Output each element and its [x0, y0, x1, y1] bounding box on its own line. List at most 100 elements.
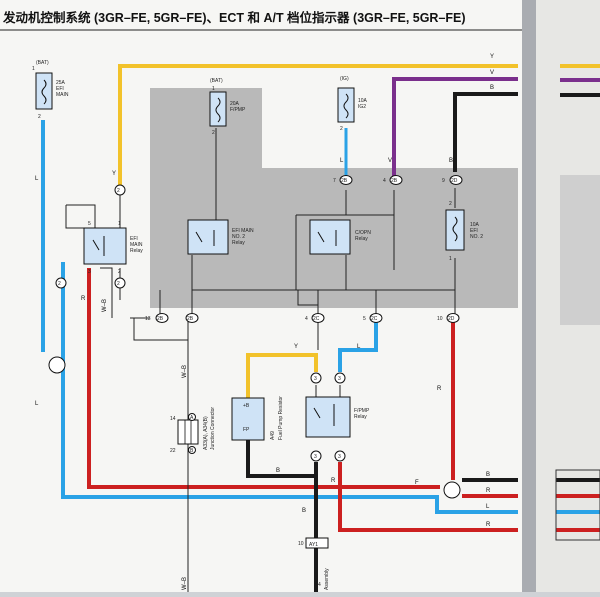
label-l-ig2: L	[340, 158, 344, 164]
efi-main-fuse-pin-bottom: 2	[38, 114, 41, 120]
label-l-left2: L	[35, 401, 39, 407]
label-y-top: Y	[490, 54, 494, 60]
svg-text:7: 7	[333, 178, 336, 184]
svg-text:2B: 2B	[157, 316, 164, 322]
svg-text:2: 2	[117, 188, 120, 194]
fuse-icon	[452, 216, 458, 242]
efi-no2-fuse-pin-bottom: 1	[449, 256, 452, 262]
efi-main-fuse-name2: MAIN	[56, 92, 69, 98]
relay-switch-icon	[317, 230, 337, 246]
connector-4-2b: 4 2B	[383, 175, 403, 185]
connector-7-2b: 7 2B	[333, 175, 353, 185]
efi-main-relay: 5 1 3 2 EFI MAIN Relay	[83, 221, 143, 275]
fpmp-fuse-pin-bottom: 2	[212, 130, 215, 136]
ig2-fuse-pin-bottom: 2	[340, 126, 343, 132]
junction-connector-conn-bottom: B	[190, 448, 194, 454]
efi-main-fuse-source: (BAT)	[36, 60, 49, 66]
label-r-left: R	[81, 296, 86, 302]
label-b-mid: B	[449, 158, 453, 164]
splice-left	[48, 356, 66, 374]
svg-text:3: 3	[314, 454, 317, 460]
internal-wiring	[65, 128, 456, 592]
efi-main-relay-pin5: 5	[88, 221, 91, 227]
svg-text:2B: 2B	[187, 316, 194, 322]
svg-text:4: 4	[305, 316, 308, 322]
connector-9-2d: 9 2D	[442, 175, 463, 185]
fuel-pump-resistor-pin-bottom: FP	[243, 427, 250, 433]
copn-relay: C/OPN Relay	[309, 219, 371, 255]
connector-4-2c: 4 2C	[305, 313, 325, 323]
junction-connector-body	[177, 419, 199, 445]
svg-text:3: 3	[338, 454, 341, 460]
svg-text:3: 3	[314, 376, 317, 382]
junction-connector-name: Junction Connector	[210, 407, 216, 450]
svg-text:2: 2	[117, 281, 120, 287]
connector-2-relay: 2	[114, 277, 126, 289]
efi-main-no2-relay: EFI MAIN NO. 2 Relay	[187, 219, 254, 255]
efi-main-relay-body	[83, 227, 127, 265]
efi-no2-fuse-name2: NO. 2	[470, 234, 483, 240]
fuel-pump-resistor: +B FP A49 Fuel Pump Resistor	[231, 396, 284, 441]
efi-main-fuse-rating: 25A	[56, 80, 66, 86]
label-wb-bottom: W–B	[182, 577, 188, 590]
ay1-tail: Assembly	[324, 568, 330, 590]
svg-text:13: 13	[145, 316, 151, 322]
copn-relay-body	[309, 219, 351, 255]
fpmp-fuse: (BAT) 1 20A F/PMP 2	[209, 78, 246, 136]
label-r-out2: R	[486, 522, 491, 528]
ay1-pin: 10	[298, 541, 304, 547]
ay1-box	[305, 537, 329, 549]
fpmp-relay: F/PMP Relay	[305, 396, 370, 438]
efi-main-fuse-name1: EFI	[56, 86, 64, 92]
efi-no2-fuse-pin-top: 2	[449, 201, 452, 207]
ig2-fuse-name: IG2	[358, 104, 366, 110]
svg-text:3: 3	[338, 376, 341, 382]
connector-2b: 2B	[185, 313, 199, 323]
efi-main-relay-pin3: 3	[88, 269, 91, 275]
page-gutter	[522, 0, 536, 592]
wire-red-left	[87, 268, 440, 489]
efi-main-relay-name1: EFI	[130, 236, 138, 242]
fpmp-relay-name1: F/PMP	[354, 408, 370, 414]
splice-right	[443, 481, 461, 499]
svg-text:2B: 2B	[341, 178, 348, 184]
connector-3-b: 3	[334, 372, 346, 384]
label-b-top: B	[490, 85, 494, 91]
fpmp-fuse-body	[209, 91, 227, 127]
fuse-icon	[41, 79, 47, 105]
fuel-pump-resistor-body	[231, 397, 265, 441]
relay-switch-icon	[313, 404, 335, 426]
efi-main-fuse: (BAT) 1 25A EFI MAIN 2	[32, 60, 69, 120]
fuel-pump-resistor-pin-top: +B	[243, 403, 250, 409]
page-title: 发动机控制系统 (3GR–FE, 5GR–FE)、ECT 和 A/T 档位指示器…	[2, 10, 466, 25]
label-v-top: V	[490, 70, 494, 76]
relay-switch-icon	[195, 230, 215, 246]
wire-yellow-lower	[246, 353, 318, 398]
svg-text:2C: 2C	[371, 316, 378, 322]
label-r-out: R	[486, 488, 491, 494]
svg-text:2D: 2D	[451, 178, 458, 184]
label-f: F	[415, 480, 419, 486]
efi-main-relay-name3: Relay	[130, 248, 143, 254]
fpmp-fuse-rating: 20A	[230, 101, 240, 107]
wire-color-labels: Y V B Y L V B L R W–B L W–B Y L R B R B …	[35, 54, 494, 590]
svg-text:4: 4	[383, 178, 386, 184]
svg-text:2: 2	[58, 281, 61, 287]
label-b-out: B	[486, 472, 490, 478]
label-l-left: L	[35, 176, 39, 182]
svg-text:2C: 2C	[313, 316, 320, 322]
label-y-lower: Y	[294, 344, 298, 350]
ay1-pin-bottom: 4	[318, 582, 321, 588]
svg-text:2D: 2D	[448, 316, 455, 322]
efi-main-relay-pin2: 2	[118, 269, 121, 275]
copn-relay-name2: Relay	[355, 236, 368, 242]
right-page-shade	[560, 175, 600, 325]
wire-red-fpmp	[338, 462, 518, 532]
connector-3-d: 3	[334, 450, 346, 462]
label-wb-left: W–B	[102, 299, 108, 312]
connector-13-2b: 13 2B	[145, 313, 169, 323]
connector-10-2d: 10 2D	[437, 313, 460, 323]
efi-no2-fuse-rating: 10A	[470, 222, 480, 228]
junction-connector: 14 22 A B A33(A), A34(B) Junction Connec…	[170, 407, 216, 454]
